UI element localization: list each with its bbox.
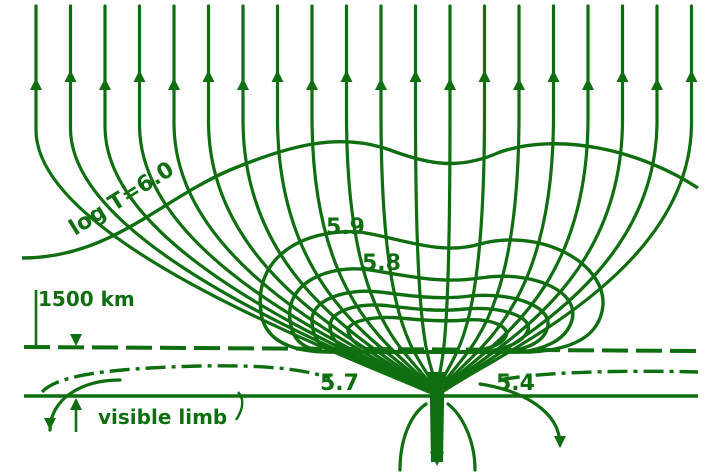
field-line bbox=[68, 4, 432, 394]
field-arrow-head bbox=[582, 78, 594, 90]
lower-field-line bbox=[446, 402, 477, 472]
field-line bbox=[437, 4, 521, 394]
field-line bbox=[435, 4, 452, 394]
lower-field-line bbox=[398, 402, 428, 472]
label-visible-limb: visible limb bbox=[98, 405, 227, 429]
field-arrow-head bbox=[616, 70, 629, 82]
field-arrow-head bbox=[99, 78, 111, 90]
contour-log-t-6-0 bbox=[21, 140, 699, 260]
field-arrow-head bbox=[271, 70, 284, 82]
field-arrow-head bbox=[685, 70, 698, 82]
field-arrow-head bbox=[237, 78, 249, 90]
label-5-9: 5.9 bbox=[326, 215, 365, 240]
field-line bbox=[172, 4, 434, 394]
field-arrow-head bbox=[30, 78, 42, 90]
field-arrow-head bbox=[306, 78, 318, 90]
height-reference-line bbox=[23, 345, 699, 353]
field-line bbox=[437, 4, 556, 394]
field-arrow-head bbox=[444, 78, 456, 90]
field-arrow-head bbox=[64, 70, 77, 82]
footpoint-column bbox=[426, 372, 448, 462]
limb-leader-curve bbox=[234, 391, 244, 421]
field-line bbox=[440, 4, 694, 394]
field-arrow-head bbox=[547, 70, 560, 82]
contour-5-4 bbox=[499, 369, 699, 382]
field-arrow-head bbox=[478, 70, 491, 82]
label-5-7: 5.7 bbox=[320, 371, 359, 396]
field-arrow-head bbox=[133, 70, 146, 82]
field-arrow-head bbox=[651, 78, 663, 90]
label-5-4: 5.4 bbox=[496, 371, 535, 396]
field-line bbox=[103, 4, 432, 394]
limb-arrow-head bbox=[70, 398, 82, 410]
field-line bbox=[137, 4, 433, 394]
temperature-contours bbox=[21, 140, 699, 394]
field-line bbox=[413, 4, 439, 394]
field-arrow-head bbox=[340, 70, 353, 82]
field-arrow-head bbox=[513, 78, 525, 90]
contour-inner-1 bbox=[310, 289, 550, 354]
field-line bbox=[275, 4, 436, 394]
field-arrow-head bbox=[409, 70, 422, 82]
label-1500km: 1500 km bbox=[38, 287, 135, 311]
height-arrow-head bbox=[70, 334, 82, 346]
field-line bbox=[34, 4, 431, 394]
field-line bbox=[310, 4, 437, 394]
field-arrow-head bbox=[202, 70, 215, 82]
contour-inner-3 bbox=[346, 315, 509, 354]
field-line bbox=[439, 4, 625, 394]
label-5-8: 5.8 bbox=[362, 251, 401, 276]
contour-inner-2 bbox=[328, 303, 530, 354]
lower-field-line bbox=[478, 382, 562, 447]
left-loop-arrow bbox=[44, 418, 56, 430]
field-arrow-head bbox=[375, 78, 387, 90]
right-loop-arrow bbox=[554, 436, 566, 448]
field-line bbox=[344, 4, 437, 394]
field-arrow-head bbox=[168, 78, 180, 90]
field-arrows bbox=[30, 70, 698, 90]
reference-lines bbox=[23, 290, 699, 432]
reference-arrows bbox=[44, 334, 566, 466]
contour-5-7 bbox=[40, 364, 331, 394]
